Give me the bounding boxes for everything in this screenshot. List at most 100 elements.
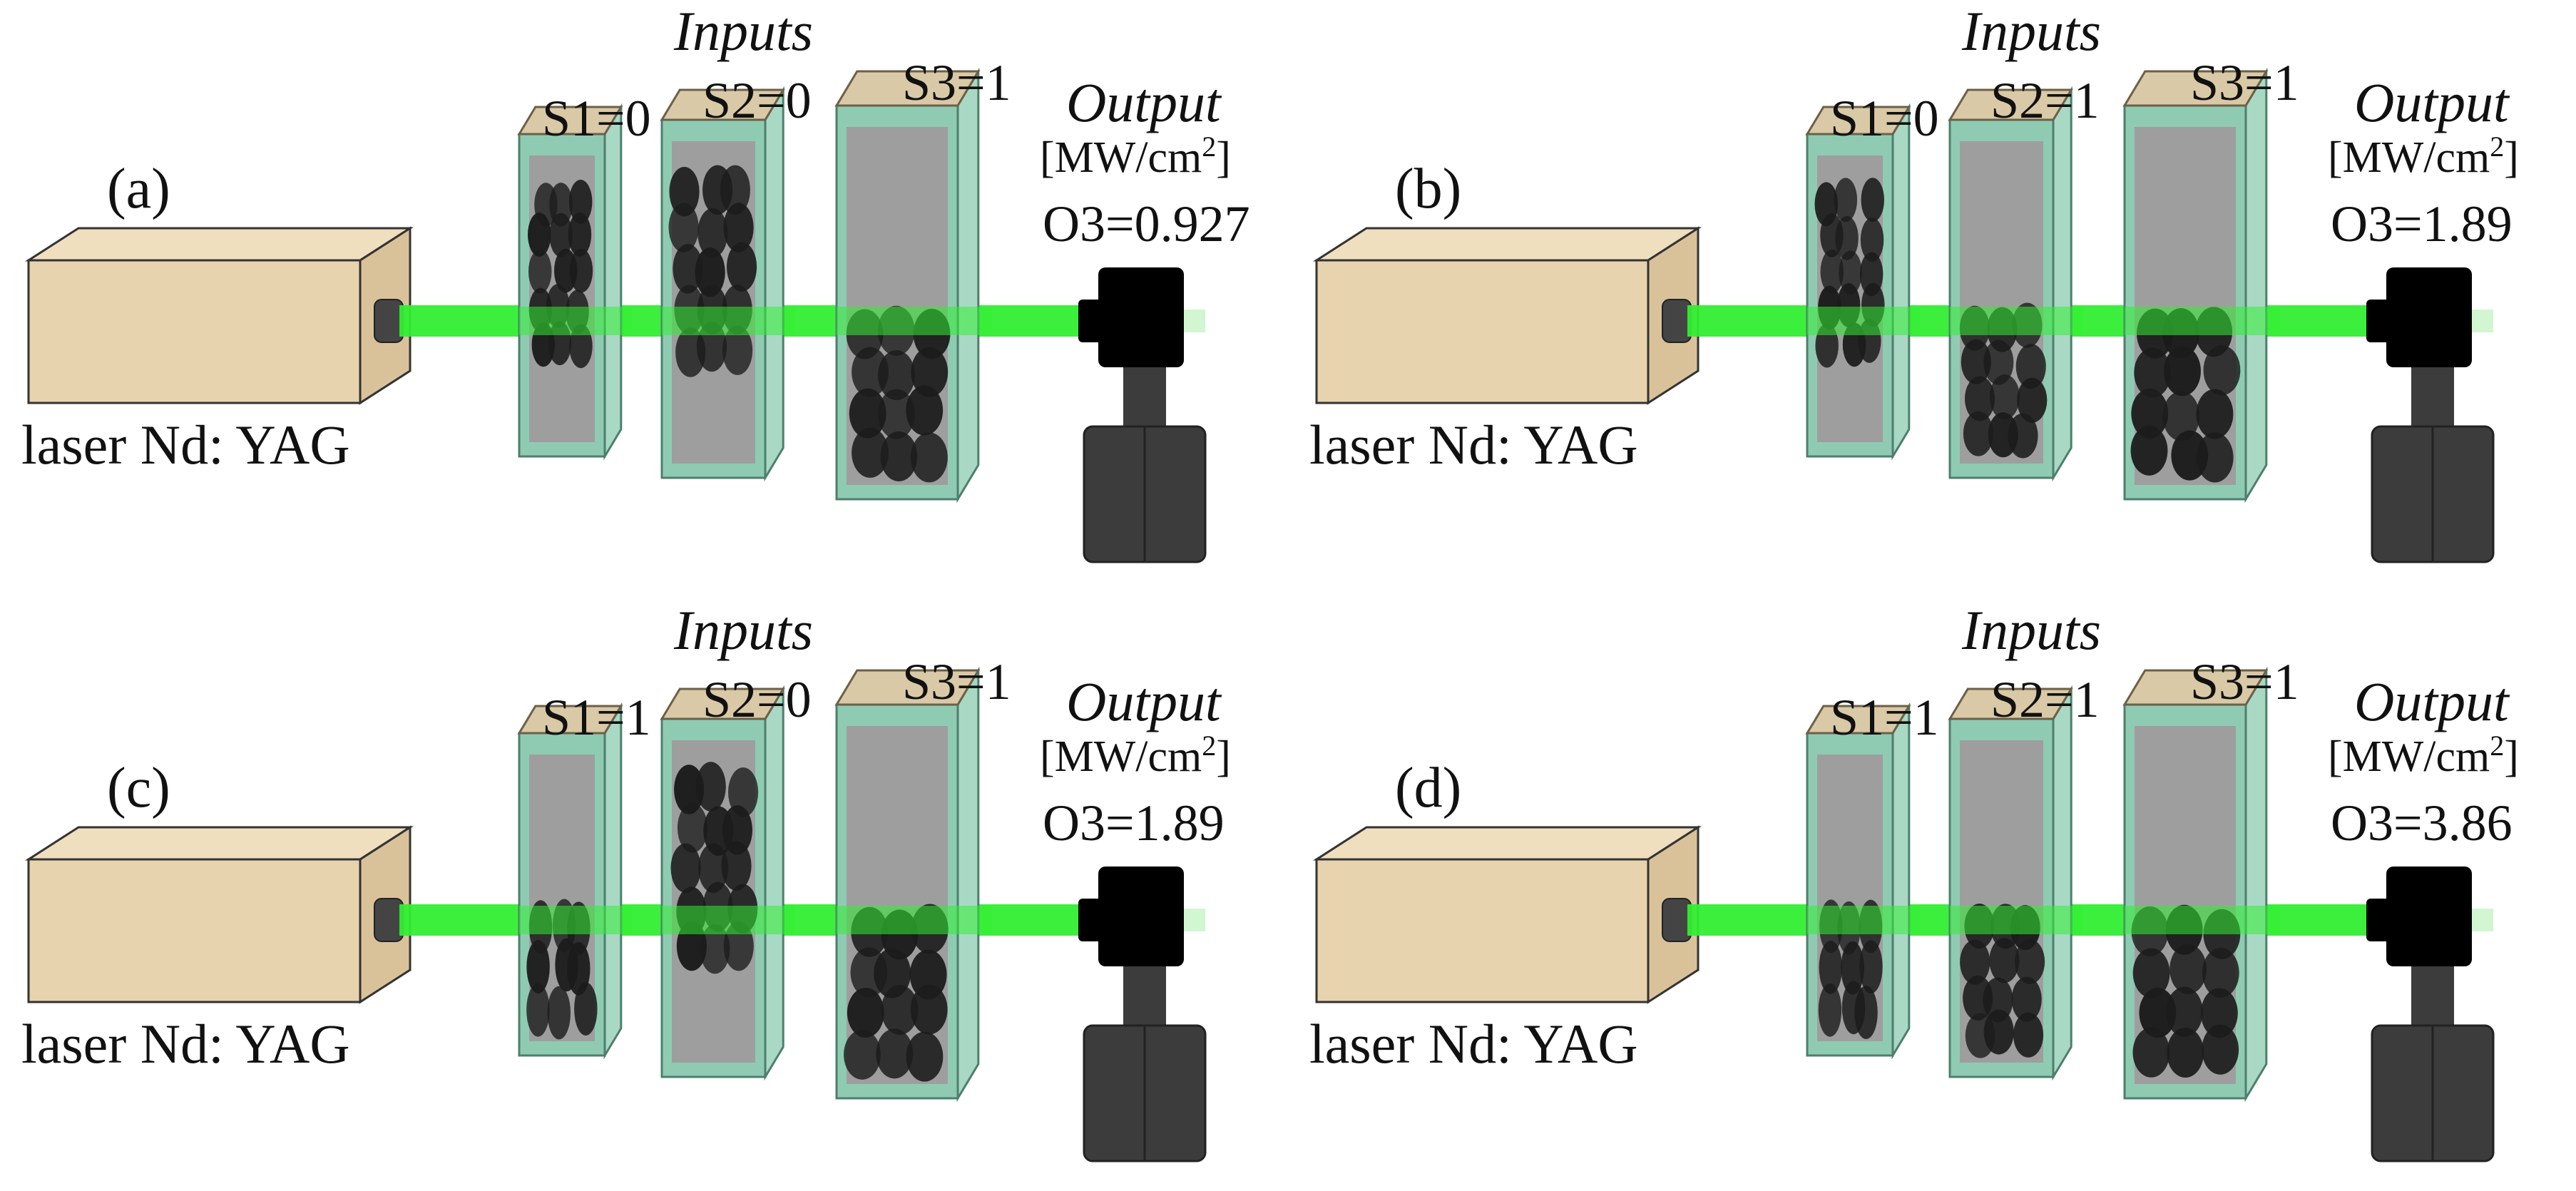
- cuvette-side: [2244, 666, 2268, 1103]
- aggregate-blob: [2196, 389, 2234, 439]
- laser-front-face: [1315, 259, 1650, 404]
- aggregate-blob: [568, 212, 592, 257]
- beam-segment: [2125, 906, 2280, 934]
- cuvette-s3: [2122, 666, 2280, 1103]
- detector-window: [1078, 899, 1107, 941]
- cuvette-side: [764, 86, 784, 482]
- setup-illustration: [24, 67, 1207, 563]
- output-title: Output: [2354, 670, 2509, 732]
- cuvette-s3: [2122, 67, 2280, 504]
- output-unit-exponent: 2: [2490, 730, 2505, 762]
- aggregate-blob: [2130, 425, 2168, 476]
- cuvette-cap: [1948, 687, 2073, 720]
- aggregate-blob: [844, 1029, 881, 1080]
- aggregate-blob: [2202, 1024, 2239, 1075]
- aggregate-blob: [669, 166, 700, 217]
- power-detector: [2366, 267, 2495, 563]
- output-unit: [MW/cm2]: [2328, 732, 2519, 781]
- output-title: Output: [1066, 670, 1221, 732]
- cuvette-s1: [517, 103, 632, 461]
- aggregate-blob: [1854, 986, 1878, 1040]
- input-state-s3: S3=1: [902, 653, 1011, 710]
- laser-front-face: [27, 259, 362, 404]
- output-value: O3=0.927: [1043, 195, 1250, 252]
- aggregate-blob: [526, 940, 550, 993]
- aggregate-blob: [906, 1031, 944, 1082]
- laser-aperture: [1662, 299, 1692, 343]
- input-state-s3: S3=1: [902, 54, 1011, 111]
- cuvette-cap: [1805, 106, 1911, 136]
- cuvette-cap: [660, 88, 785, 121]
- cuvette-s2: [660, 685, 795, 1081]
- output-title: Output: [1066, 71, 1221, 133]
- cuvette-s1: [1805, 103, 1920, 461]
- cuvette-cap: [834, 669, 981, 706]
- laser-aperture: [374, 898, 404, 942]
- cuvette-side: [1891, 103, 1911, 461]
- aggregate-blob: [1989, 374, 2020, 420]
- cuvette-s1: [517, 702, 632, 1060]
- laser-top-face: [1312, 227, 1702, 262]
- setup-illustration: [1312, 67, 2495, 563]
- aggregate-blob: [2162, 391, 2200, 441]
- inputs-title: Inputs: [674, 599, 813, 661]
- aggregate-blob: [1983, 339, 2014, 385]
- aggregate-blob: [526, 983, 550, 1037]
- detector-head: [1098, 867, 1184, 966]
- beam-segment: [662, 906, 795, 934]
- laser-top-face: [24, 227, 414, 262]
- aggregate-blob: [2139, 988, 2177, 1038]
- cuvette-side: [2052, 86, 2072, 482]
- aggregate-blob: [2013, 1012, 2044, 1058]
- laser-label: laser Nd: YAG: [21, 414, 350, 476]
- output-unit-exponent: 2: [2490, 131, 2505, 163]
- aggregate-blob: [1834, 178, 1858, 223]
- beam-segment: [1950, 307, 2083, 335]
- aggregate-blob: [567, 941, 591, 996]
- cuvette-cap: [834, 70, 981, 107]
- output-unit-base: [MW/cm: [2328, 732, 2490, 781]
- aggregate-blob: [569, 248, 593, 293]
- aggregate-blob: [549, 183, 573, 227]
- aggregate-blob: [677, 803, 708, 853]
- output-unit: [MW/cm2]: [2328, 133, 2519, 180]
- output-unit-base: [MW/cm: [1040, 732, 1202, 781]
- aggregate-blob: [695, 247, 725, 297]
- inputs-title: Inputs: [1962, 0, 2101, 62]
- cuvette-cap: [660, 687, 785, 720]
- detector-window: [2366, 300, 2395, 342]
- aggregate-blob: [1820, 249, 1844, 294]
- beam-segment: [1807, 906, 1920, 934]
- aggregate-blob: [847, 987, 884, 1038]
- output-unit-exponent: 2: [1202, 131, 1217, 163]
- setup-illustration: [24, 666, 1207, 1162]
- aggregate-blob: [2196, 432, 2234, 483]
- aggregate-blob: [1963, 411, 1994, 456]
- cuvette-side: [1891, 702, 1911, 1060]
- laser-aperture: [374, 299, 404, 343]
- aggregate-blob: [726, 242, 757, 292]
- input-state-s1: S1=1: [542, 689, 651, 746]
- cuvette-side: [2244, 67, 2268, 504]
- aggregate-blob: [1983, 977, 2013, 1023]
- input-state-s3: S3=1: [2190, 653, 2299, 710]
- aggregate-blob: [878, 389, 915, 439]
- aggregate-blob: [1839, 250, 1862, 295]
- laser-source: [24, 825, 414, 1004]
- beam-segment: [2125, 307, 2280, 335]
- aggregate-blob: [2134, 347, 2172, 398]
- aggregate-blob: [2132, 1027, 2170, 1078]
- laser-label: laser Nd: YAG: [21, 1013, 350, 1075]
- aggregate-blob: [878, 350, 915, 401]
- aggregate-blob: [906, 385, 944, 436]
- detector-window: [1078, 300, 1107, 342]
- output-value: O3=1.89: [1043, 794, 1225, 852]
- aggregate-blob: [574, 982, 598, 1036]
- inputs-title: Inputs: [674, 0, 813, 62]
- cuvette-cap: [517, 106, 623, 136]
- laser-front-face: [27, 858, 362, 1003]
- aggregate-blob: [2015, 939, 2045, 985]
